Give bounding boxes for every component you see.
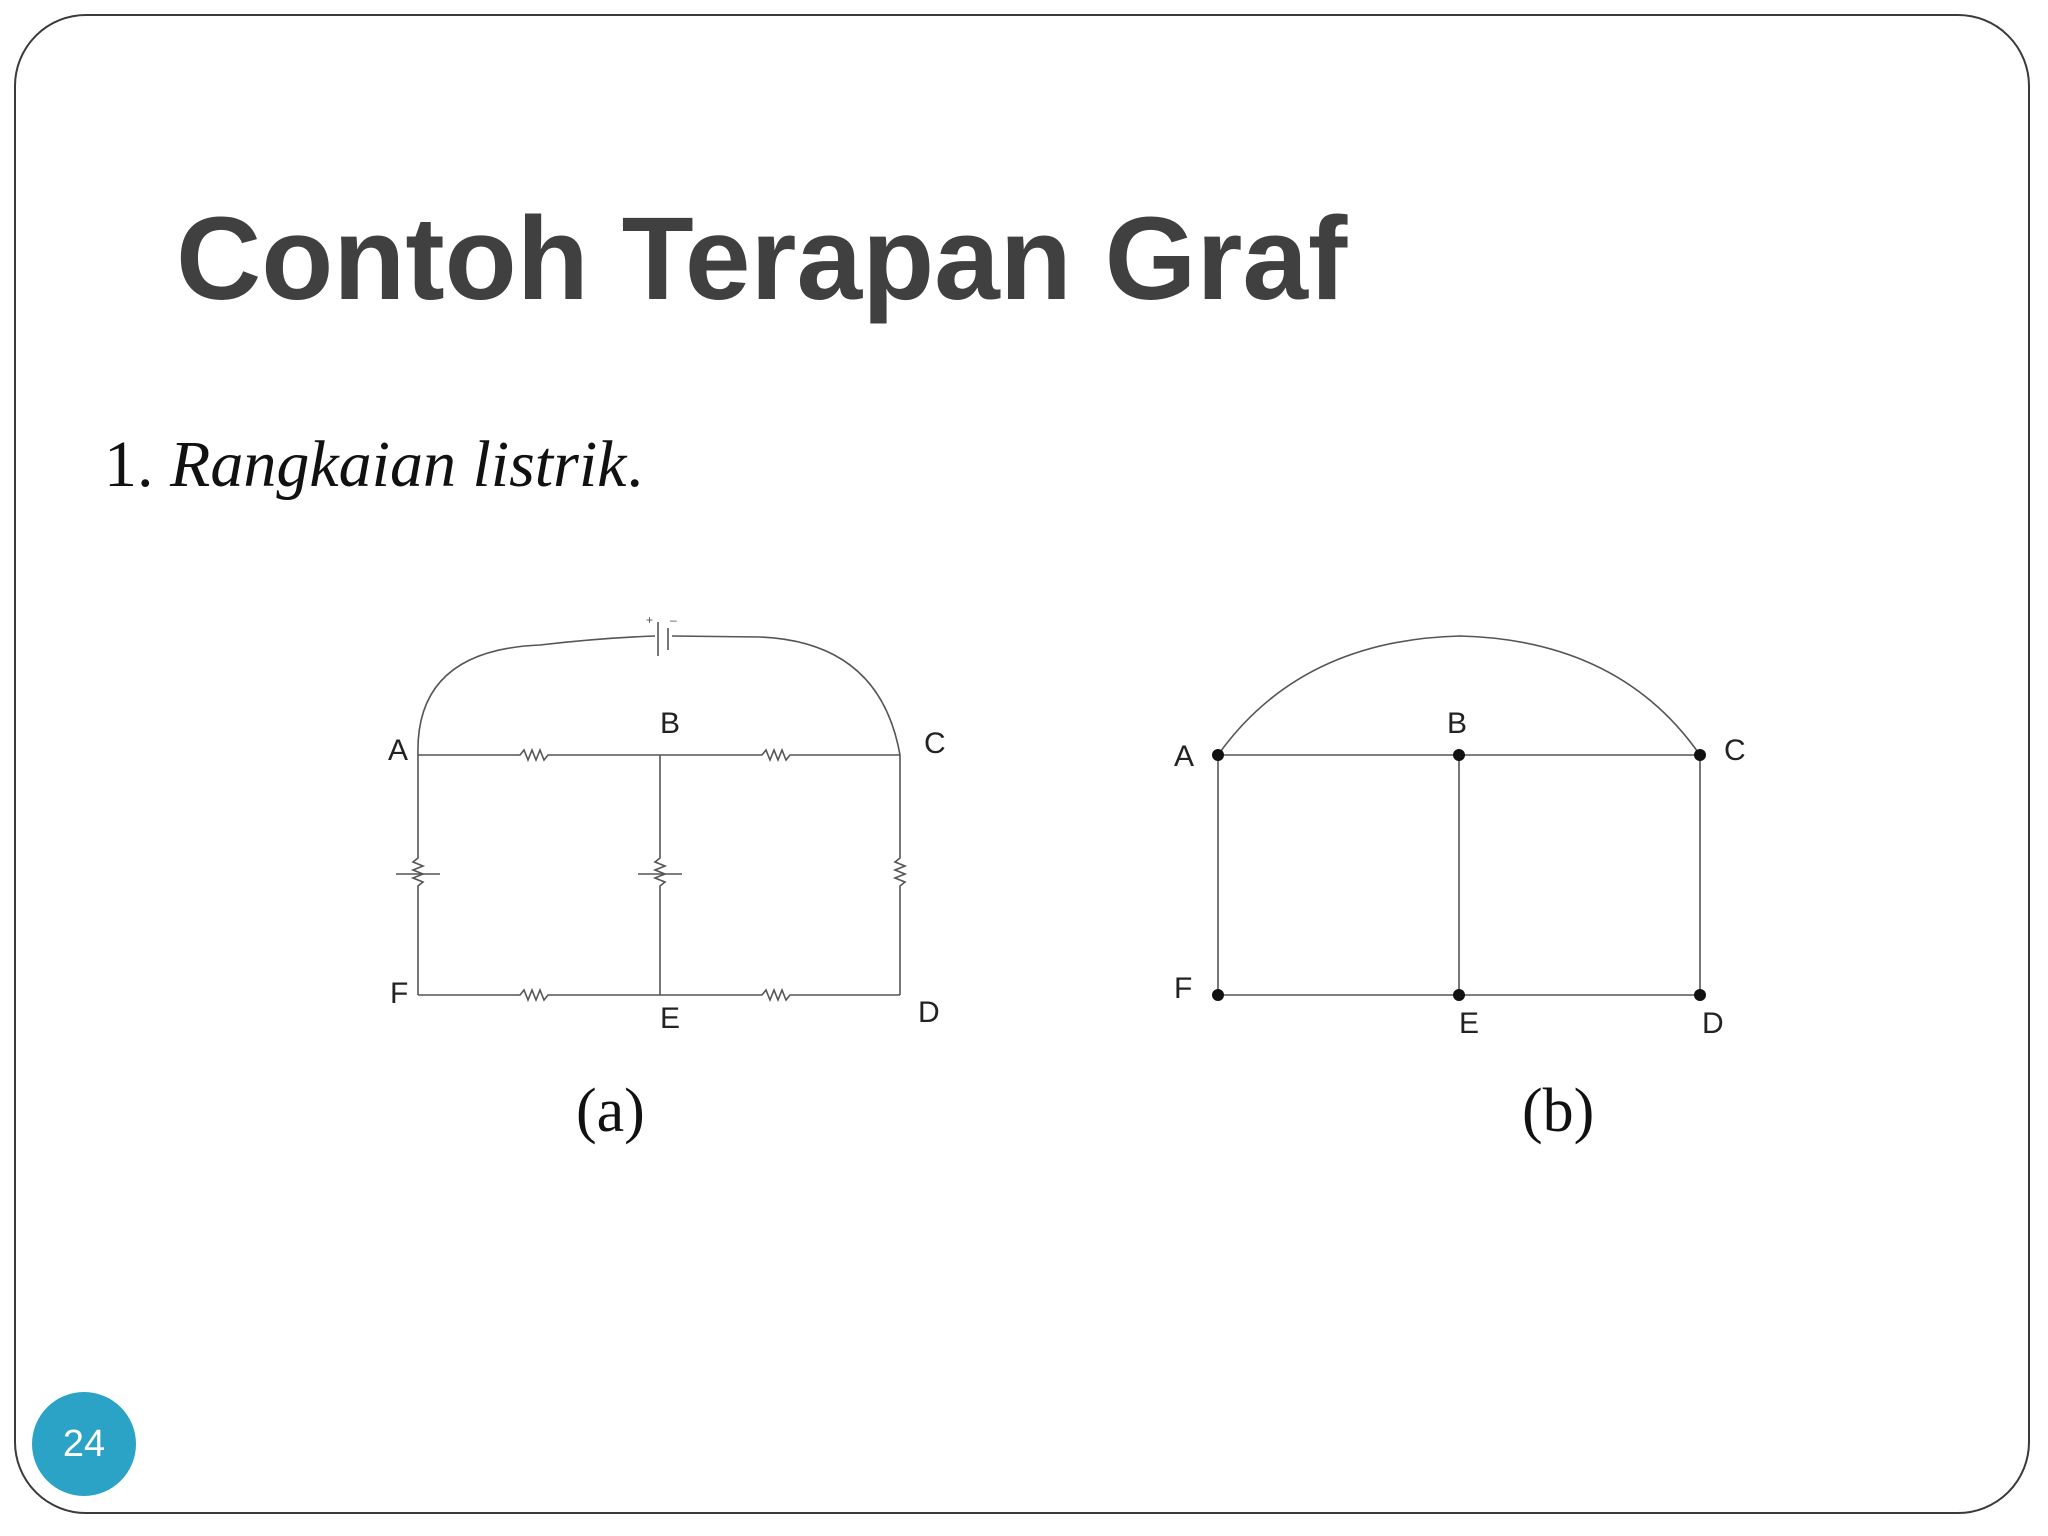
bullet-text: Rangkaian listrik xyxy=(170,428,627,501)
circuit-node-labels: A B C F E D xyxy=(388,707,946,1035)
circuit-label-e: E xyxy=(660,1002,680,1035)
caption-b: (b) xyxy=(1522,1077,1595,1145)
circuit-diagram xyxy=(396,622,908,1003)
battery-minus-sign: – xyxy=(670,613,677,627)
vertex-d xyxy=(1694,989,1706,1001)
wire-cd xyxy=(892,755,908,995)
vertex-b xyxy=(1453,749,1465,761)
vertex-f xyxy=(1212,989,1224,1001)
bullet-period: . xyxy=(626,428,643,501)
vertex-a xyxy=(1212,749,1224,761)
vertex-c xyxy=(1694,749,1706,761)
wire-ed xyxy=(660,987,900,1003)
circuit-top-wire-left xyxy=(417,635,656,756)
page-number-badge: 24 xyxy=(32,1392,136,1496)
bullet-item: 1. Rangkaian listrik. xyxy=(104,432,643,498)
graph-label-a: A xyxy=(1174,740,1194,773)
circuit-label-d: D xyxy=(918,996,940,1029)
edge-ac-arc xyxy=(1217,635,1701,756)
wire-fe xyxy=(418,987,660,1003)
bullet-number: 1. xyxy=(104,428,154,501)
caption-a: (a) xyxy=(576,1077,645,1145)
graph-label-c: C xyxy=(1724,734,1746,767)
wire-bc xyxy=(660,747,900,763)
circuit-label-b: B xyxy=(660,707,680,740)
graph-node-labels: A B C F E D xyxy=(1174,707,1746,1040)
wire-af xyxy=(410,755,426,995)
circuit-label-c: C xyxy=(924,727,946,760)
vertex-e xyxy=(1453,989,1465,1001)
graph-diagram xyxy=(1217,635,1701,996)
circuit-label-f: F xyxy=(390,977,408,1010)
graph-vertices xyxy=(1212,749,1706,1001)
graph-label-e: E xyxy=(1459,1007,1479,1040)
graph-label-d: D xyxy=(1702,1007,1724,1040)
circuit-label-a: A xyxy=(388,734,408,767)
circuit-top-wire-right xyxy=(671,635,901,756)
graph-label-f: F xyxy=(1174,972,1192,1005)
slide-frame xyxy=(14,14,2030,1514)
wire-ab xyxy=(418,747,660,763)
wire-be xyxy=(652,755,668,995)
battery-plus-sign: + xyxy=(646,613,653,627)
graph-label-b: B xyxy=(1447,707,1467,740)
slide-title: Contoh Terapan Graf xyxy=(176,193,1348,325)
